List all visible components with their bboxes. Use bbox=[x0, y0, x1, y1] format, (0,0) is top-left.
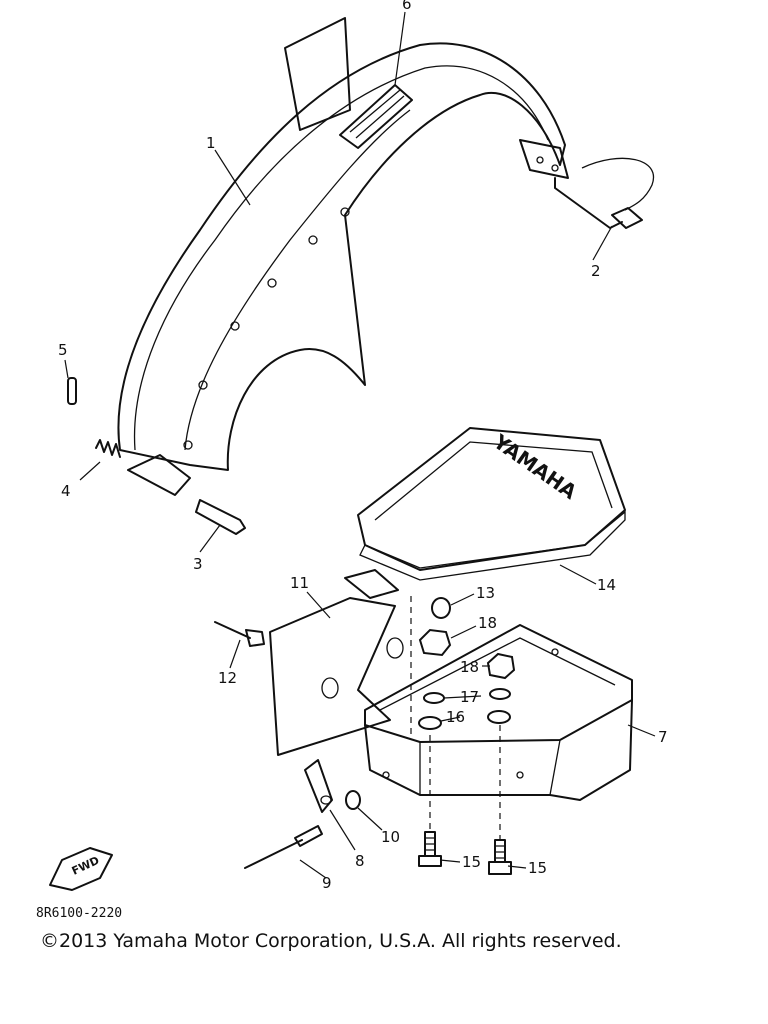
caution-label bbox=[339, 84, 413, 149]
callout-18-upper: 18 bbox=[478, 614, 497, 632]
belt-guard bbox=[117, 17, 569, 496]
drawing-code: 8R6100-2220 bbox=[36, 906, 123, 921]
callout-15-left: 15 bbox=[462, 853, 481, 871]
hinge-pin-with-clip bbox=[554, 157, 655, 229]
callout-11: 11 bbox=[290, 574, 309, 592]
callout-12: 12 bbox=[218, 669, 237, 687]
callout-1: 1 bbox=[206, 134, 216, 152]
callout-3: 3 bbox=[193, 555, 203, 573]
callout-5: 5 bbox=[58, 341, 68, 359]
callout-17: 17 bbox=[460, 688, 479, 706]
callout-14: 14 bbox=[597, 576, 616, 594]
callout-6: 6 bbox=[402, 0, 412, 13]
callout-7: 7 bbox=[658, 728, 668, 746]
callout-8: 8 bbox=[355, 852, 365, 870]
forward-arrow-icon: FWD bbox=[49, 847, 113, 891]
callout-18-lower: 18 bbox=[460, 658, 479, 676]
hardware bbox=[214, 597, 516, 875]
pin bbox=[67, 377, 77, 405]
gasket-plate bbox=[269, 597, 404, 756]
forward-badge-text: FWD bbox=[70, 854, 102, 878]
hinge-pin bbox=[195, 499, 246, 535]
top-cover: YAMAHA bbox=[344, 427, 626, 599]
callouts: 1 2 3 4 5 6 7 8 9 10 11 12 13 14 15 15 1… bbox=[58, 0, 668, 892]
callout-15-right: 15 bbox=[528, 859, 547, 877]
leader-lines bbox=[64, 11, 656, 879]
callout-9: 9 bbox=[322, 874, 332, 892]
callout-4: 4 bbox=[61, 482, 71, 500]
callout-16: 16 bbox=[446, 708, 465, 726]
spring bbox=[95, 439, 121, 458]
callout-2: 2 bbox=[591, 262, 601, 280]
battery-box bbox=[364, 624, 633, 801]
cover-brand-text: YAMAHA bbox=[488, 429, 581, 504]
copyright-notice: ©2013 Yamaha Motor Corporation, U.S.A. A… bbox=[40, 930, 622, 952]
callout-10: 10 bbox=[381, 828, 400, 846]
callout-13: 13 bbox=[476, 584, 495, 602]
